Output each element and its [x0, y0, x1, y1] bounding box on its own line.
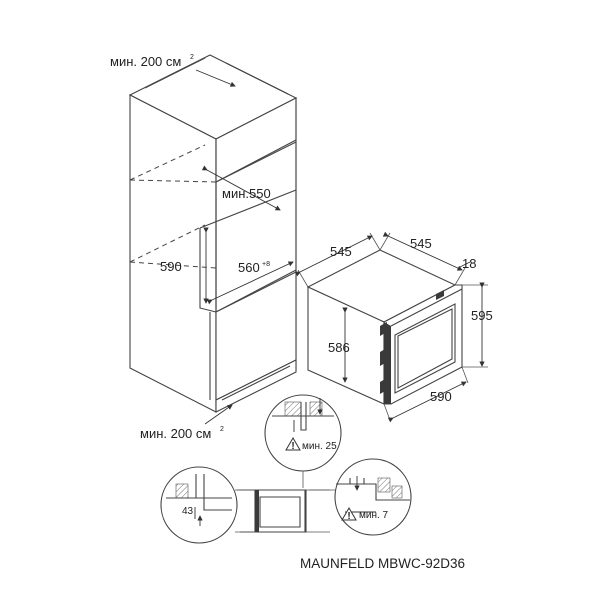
niche-depth-label: мин.550 — [222, 186, 271, 201]
unit-inner-height-label: 586 — [328, 340, 350, 355]
model-name: MAUNFELD MBWC-92D36 — [300, 556, 465, 571]
unit-dimensions — [294, 231, 488, 423]
niche-height-label: 590 — [160, 259, 182, 274]
tall-cabinet — [128, 54, 298, 413]
vent-bottom-arrow — [204, 404, 233, 425]
unit-height-label: 595 — [471, 308, 493, 323]
vent-top-superscript: 2 — [190, 54, 194, 61]
vent-top-arrow — [195, 69, 236, 87]
niche-width-superscript: +8 — [262, 261, 270, 268]
svg-text:!: ! — [291, 441, 294, 452]
detail-top-min-label: мин. 25 — [302, 441, 337, 452]
unit-width-label: 590 — [430, 389, 452, 404]
detail-circle-top — [264, 394, 342, 488]
detail-circle-left — [160, 466, 252, 544]
detail-right-min-label: мин. 7 — [359, 510, 389, 521]
warning-icon-right: ! — [341, 507, 357, 522]
wine-cooler — [306, 249, 463, 405]
vent-bottom-superscript: 2 — [220, 426, 224, 433]
unit-width-top-label: 545 — [410, 236, 432, 251]
vent-bottom-label: мин. 200 см — [140, 426, 211, 441]
niche-width-label: 560 — [238, 260, 260, 275]
svg-text:!: ! — [347, 511, 350, 522]
niche-dimensions — [201, 165, 294, 305]
unit-depth-label: 545 — [330, 244, 352, 259]
top-view-outline — [235, 489, 330, 533]
detail-left-dim-label: 43 — [182, 506, 194, 517]
warning-icon-top: ! — [285, 437, 301, 452]
unit-front-label: 18 — [462, 256, 476, 271]
detail-circle-right — [309, 458, 412, 536]
vent-top-label: мин. 200 см — [110, 54, 181, 69]
